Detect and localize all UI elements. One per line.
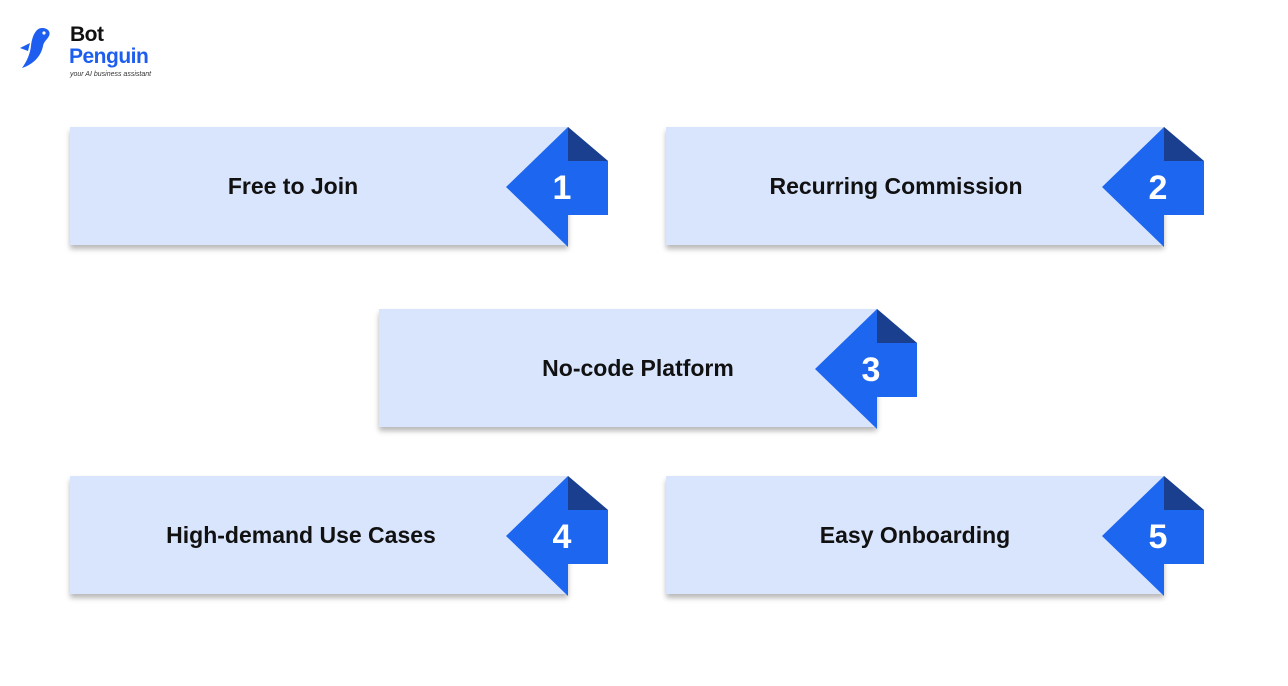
card-number: 2 — [1148, 168, 1168, 207]
card-panel — [379, 309, 877, 427]
card-panel — [666, 127, 1164, 245]
card-number: 4 — [552, 517, 572, 556]
card-number: 3 — [861, 350, 881, 389]
card-label: High-demand Use Cases — [166, 521, 436, 548]
feature-card-3: No-code Platform 3 — [379, 309, 919, 429]
number-flag-icon — [1102, 476, 1204, 596]
card-panel — [70, 127, 568, 245]
card-label: Recurring Commission — [769, 172, 1023, 199]
logo-word-bot: Bot — [70, 23, 104, 46]
card-panel — [666, 476, 1164, 594]
card-label: Easy Onboarding — [819, 521, 1011, 548]
botpenguin-logo: Bot Penguin your AI business assistant — [18, 23, 152, 84]
feature-card-5: Easy Onboarding 5 — [666, 476, 1206, 596]
feature-card-4: High-demand Use Cases 4 — [70, 476, 610, 596]
number-flag-icon — [506, 476, 608, 596]
card-number: 5 — [1148, 517, 1168, 556]
card-label: No-code Platform — [542, 354, 734, 381]
penguin-logo-icon — [20, 28, 50, 68]
number-flag-icon — [506, 127, 608, 247]
card-label: Free to Join — [227, 172, 359, 199]
number-flag-icon — [1102, 127, 1204, 247]
feature-card-1: Free to Join 1 — [70, 127, 610, 247]
logo-tagline: your AI business assistant — [70, 71, 152, 78]
card-number: 1 — [552, 168, 572, 207]
card-panel — [70, 476, 568, 594]
number-flag-icon — [815, 309, 917, 429]
feature-card-2: Recurring Commission 2 — [666, 127, 1206, 247]
logo-word-penguin: Penguin — [69, 45, 149, 68]
